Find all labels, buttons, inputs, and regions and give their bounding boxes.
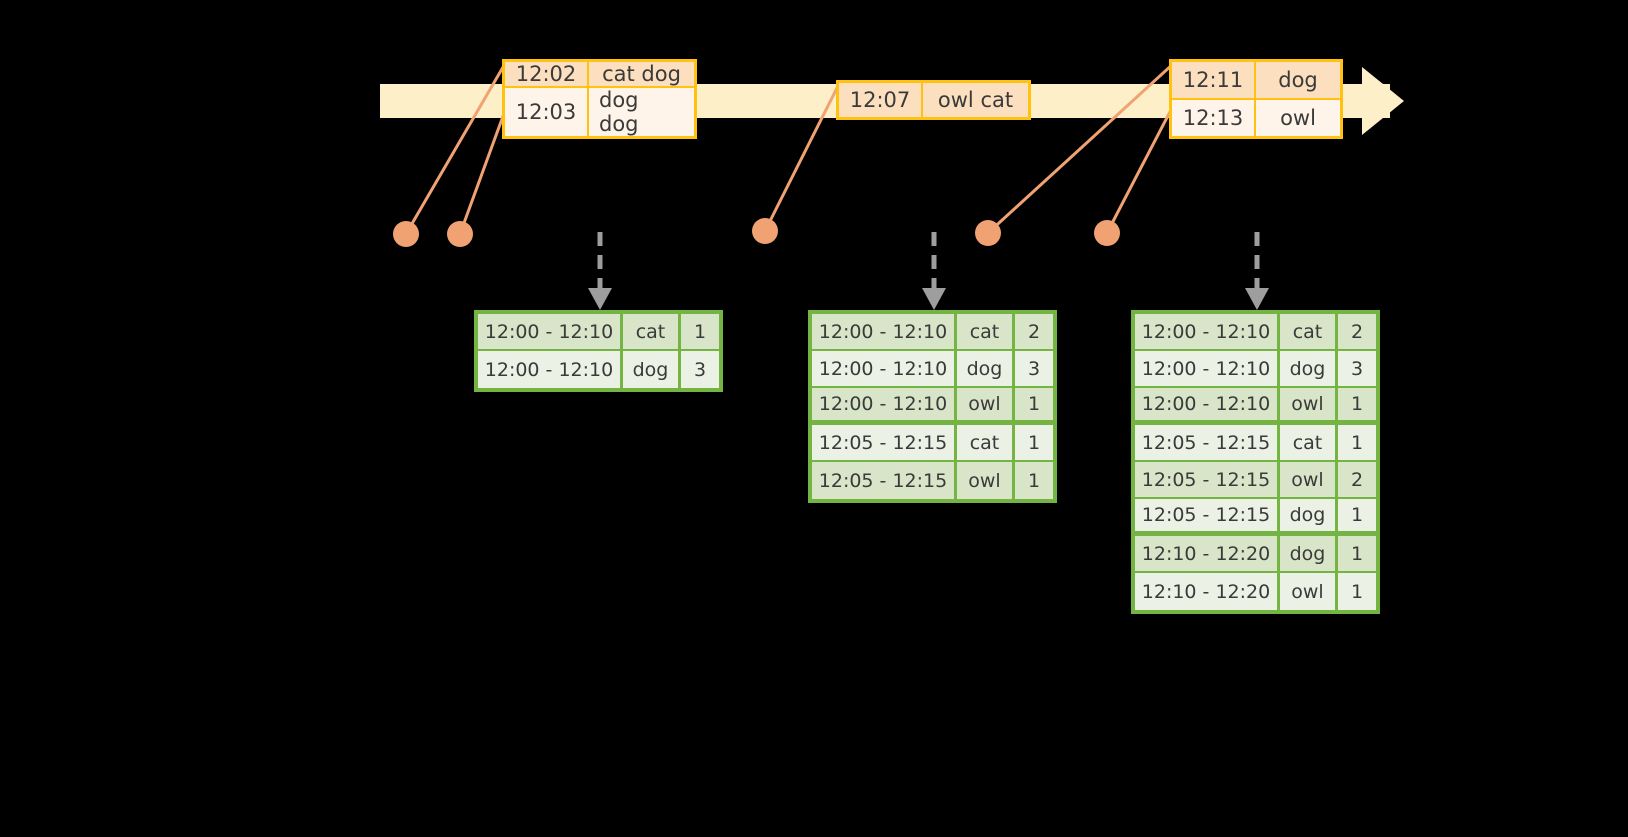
window-range-cell: 12:00 - 12:10 <box>812 388 957 420</box>
dot-12-07 <box>752 218 778 244</box>
event-time: 12:03 <box>505 88 589 136</box>
event-group-2[interactable]: 12:07 owl cat <box>836 80 1031 120</box>
dashed-arrow-to-table-1 <box>588 232 612 310</box>
word-key-cell: dog <box>1280 536 1338 571</box>
word-key-cell: cat <box>957 314 1015 349</box>
timeline-arrow-head <box>1362 67 1404 135</box>
window-range-cell: 12:00 - 12:10 <box>478 314 623 349</box>
word-key-cell: owl <box>1280 388 1338 420</box>
count-value-cell: 1 <box>1350 431 1364 454</box>
event-group-1[interactable]: 12:02 cat dog 12:03 dog dog <box>502 59 697 139</box>
window-range-cell: 12:00 - 12:10 <box>1135 388 1280 420</box>
window-range-cell: 12:00 - 12:10 <box>478 351 623 388</box>
word-key-cell: owl <box>1280 462 1338 497</box>
count-value-cell: 3 <box>693 358 707 381</box>
event-words: owl cat <box>937 88 1014 112</box>
event-words: owl <box>1280 106 1316 130</box>
word-key-cell: owl <box>957 388 1015 420</box>
event-row[interactable]: 12:11 dog <box>1172 62 1340 100</box>
count-value-cell: 1 <box>1350 542 1364 565</box>
event-words: cat dog <box>602 62 681 86</box>
word-key-cell: cat <box>623 314 681 349</box>
word-key-cell: dog <box>957 351 1015 386</box>
connector-line-12-03 <box>458 106 508 236</box>
dot-12-13 <box>1094 220 1120 246</box>
event-time: 12:07 <box>839 83 923 117</box>
window-range-cell: 12:05 - 12:15 <box>1135 425 1280 460</box>
word-key-cell: owl <box>1280 573 1338 610</box>
word-key-cell: cat <box>957 425 1015 460</box>
count-value-cell: 1 <box>1027 431 1041 454</box>
dot-12-02 <box>393 221 419 247</box>
window-range-cell: 12:05 - 12:15 <box>1135 499 1280 531</box>
window-range-cell: 12:00 - 12:10 <box>812 351 957 386</box>
count-value-cell: 1 <box>1027 469 1041 492</box>
window-range-cell: 12:05 - 12:15 <box>1135 462 1280 497</box>
window-range-cell: 12:10 - 12:20 <box>1135 573 1280 610</box>
event-words: dog <box>1278 68 1318 92</box>
window-range-cell: 12:00 - 12:10 <box>1135 351 1280 386</box>
count-value-cell: 2 <box>1350 320 1364 343</box>
event-time: 12:13 <box>1172 100 1256 136</box>
word-key-cell: cat <box>1280 314 1338 349</box>
word-key-cell: cat <box>1280 425 1338 460</box>
event-row[interactable]: 12:13 owl <box>1172 100 1340 136</box>
window-range-cell: 12:05 - 12:15 <box>812 425 957 460</box>
count-value-cell: 2 <box>1027 320 1041 343</box>
dashed-arrow-to-table-2 <box>922 232 946 310</box>
count-value-cell: 1 <box>1350 504 1364 526</box>
window-range-cell: 12:05 - 12:15 <box>812 462 957 499</box>
count-value-cell: 1 <box>1350 580 1364 603</box>
count-value-cell: 1 <box>1027 393 1041 415</box>
word-key-cell: owl <box>957 462 1015 499</box>
event-time: 12:02 <box>505 62 589 86</box>
event-row[interactable]: 12:03 dog dog <box>505 88 694 136</box>
count-value-cell: 1 <box>1350 393 1364 415</box>
word-key-cell: dog <box>623 351 681 388</box>
window-range-cell: 12:00 - 12:10 <box>1135 314 1280 349</box>
word-key-cell: dog <box>1280 499 1338 531</box>
count-value-cell: 3 <box>1350 357 1364 380</box>
event-row[interactable]: 12:02 cat dog <box>505 62 694 88</box>
event-row[interactable]: 12:07 owl cat <box>839 83 1028 117</box>
dot-12-11 <box>975 220 1001 246</box>
dashed-arrow-to-table-3 <box>1245 232 1269 310</box>
event-group-3[interactable]: 12:11 dog 12:13 owl <box>1169 59 1343 139</box>
event-words: dog dog <box>599 88 639 136</box>
count-value-cell: 3 <box>1027 357 1041 380</box>
event-time: 12:11 <box>1172 62 1256 98</box>
window-range-cell: 12:10 - 12:20 <box>1135 536 1280 571</box>
count-value-cell: 1 <box>693 320 707 343</box>
window-range-cell: 12:00 - 12:10 <box>812 314 957 349</box>
word-key-cell: dog <box>1280 351 1338 386</box>
dot-12-03 <box>447 221 473 247</box>
connector-line-12-13 <box>1105 104 1175 235</box>
count-value-cell: 2 <box>1350 468 1364 491</box>
